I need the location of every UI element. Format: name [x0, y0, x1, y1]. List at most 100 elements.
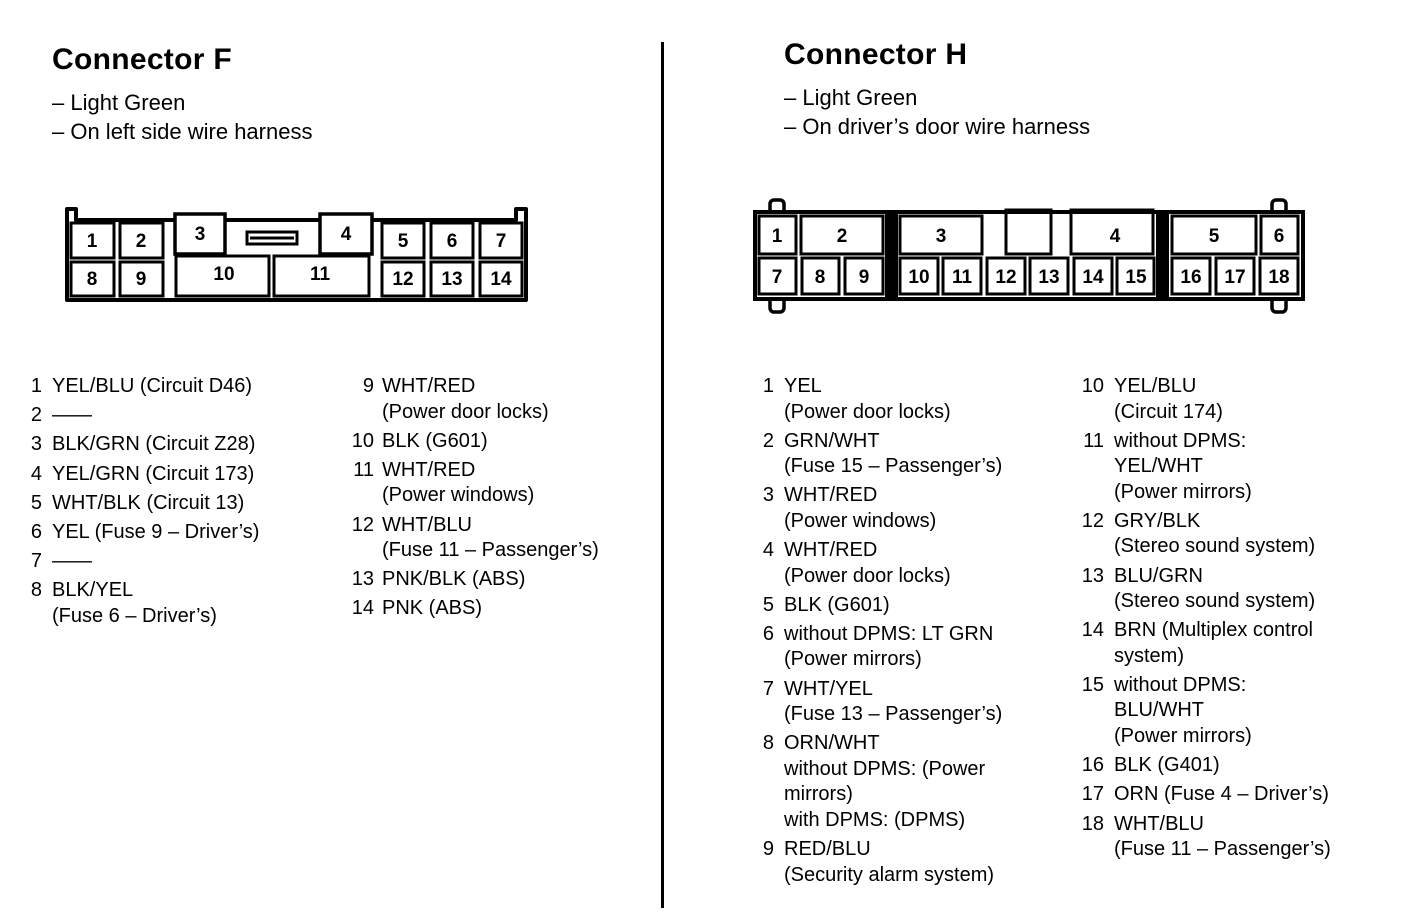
pin-number: 5: [30, 491, 42, 514]
cavity-number: 14: [1082, 267, 1104, 288]
cavity-number: 6: [1274, 226, 1285, 247]
connector-h-cavity: [941, 256, 983, 296]
connector-h-divider: [885, 212, 898, 299]
cavity-number: 7: [496, 231, 507, 252]
pin-number: 10: [1081, 375, 1104, 397]
connector-h-cavity: [1214, 256, 1256, 296]
cavity-number: 12: [995, 267, 1016, 288]
pin-description: WHT/BLU: [382, 513, 472, 536]
pin-description: YEL/BLU: [1114, 375, 1197, 397]
pin-entry: 2——: [26, 403, 326, 429]
connector-f-latch: [318, 212, 374, 256]
pin-description: WHT/BLK (Circuit 13): [52, 491, 245, 514]
cavity-number: 1: [87, 231, 98, 252]
pin-description: WHT/RED: [784, 484, 878, 507]
cavity-number: 14: [490, 269, 512, 290]
pin-description: YEL/GRN (Circuit 173): [52, 462, 255, 485]
pin-description: (Fuse 11 – Passenger’s): [1114, 838, 1331, 860]
pin-number: 1: [762, 375, 774, 397]
pin-number: 11: [1083, 429, 1104, 452]
cavity-number: 2: [136, 231, 147, 252]
pin-number: 6: [30, 520, 42, 543]
cavity-number: 10: [213, 264, 234, 285]
pin-description: PNK (ABS): [382, 597, 483, 620]
connector-f-diagram: 1 2 3 4 5 6 7 8 9 10 11 12 13 14: [65, 207, 528, 302]
pin-description: WHT/RED: [382, 458, 476, 481]
pin-description: YEL: [784, 375, 822, 397]
pin-description: system): [1114, 644, 1184, 667]
pin-number: 2: [30, 404, 42, 427]
pin-description: (Power windows): [784, 509, 937, 532]
pin-description: without DPMS: LT GRN: [784, 622, 994, 645]
cavity-number: 11: [310, 264, 331, 285]
connector-h-cavity: [800, 256, 841, 296]
cavity-number: 3: [936, 226, 947, 247]
pin-description: YEL/WHT: [1114, 455, 1203, 478]
connector-f-cavity: [272, 254, 371, 298]
pin-number: 12: [351, 513, 374, 536]
pin-entry: 12 WHT/BLU (Fuse 11 – Passenger’s): [348, 513, 648, 564]
connector-h-diagram: 1 2 3 4 5 6 7 8 9 10 11 12 13 14 15 16 1…: [753, 198, 1305, 314]
connector-h-cavity: [1069, 208, 1155, 256]
pin-description: (Fuse 11 – Passenger’s): [382, 539, 599, 562]
pin-number: 5: [762, 593, 774, 616]
pin-number: 4: [30, 462, 42, 485]
pin-description: BLK (G601): [382, 429, 488, 452]
pin-number: 8: [762, 732, 774, 755]
pin-description: BLU/GRN: [1114, 564, 1203, 587]
cavity-number: 5: [398, 231, 409, 252]
pin-description: (Power door locks): [784, 564, 951, 587]
pin-description: with DPMS: (DPMS): [784, 808, 966, 831]
connector-f-title: Connector F: [52, 43, 232, 76]
connector-h-cavity: [757, 256, 798, 296]
connector-h-divider: [1156, 212, 1169, 299]
pin-description: without DPMS:: [1114, 429, 1247, 452]
pin-number: 9: [362, 375, 374, 397]
pin-description: BRN (Multiplex control: [1114, 619, 1313, 642]
pin-description: (Fuse 15 – Passenger’s): [784, 455, 1003, 478]
pin-description: PNK/BLK (ABS): [382, 568, 526, 591]
cavity-number: 12: [392, 269, 413, 290]
pin-number: 17: [1081, 783, 1104, 806]
pin-description: BLK (G601): [784, 593, 890, 616]
connector-h-cavity: [1072, 256, 1114, 296]
column-divider: [661, 42, 664, 908]
pin-number: 7: [30, 550, 42, 573]
pin-number: 18: [1081, 812, 1104, 835]
pin-description: BLU/WHT: [1114, 699, 1204, 722]
connector-h-title: Connector H: [784, 38, 968, 71]
cavity-number: 9: [859, 267, 870, 288]
pin-description: BLK/GRN (Circuit Z28): [52, 433, 256, 456]
connector-h-cavity: [843, 256, 885, 296]
connector-f-cavity: [118, 221, 165, 260]
pin-description: RED/BLU: [784, 838, 871, 860]
pin-description: ORN/WHT: [784, 732, 880, 755]
cavity-number: 1: [772, 226, 783, 247]
pin-description: (Fuse 6 – Driver’s): [52, 604, 217, 627]
pin-number: 6: [762, 622, 774, 645]
connector-f-color-note: – Light Green: [52, 90, 186, 115]
pin-description: (Power windows): [382, 484, 535, 507]
connector-f-cavity: [429, 260, 475, 298]
pin-number: 13: [1081, 564, 1104, 587]
connector-f-cavity: [478, 221, 524, 260]
connector-h-cavity: [1258, 256, 1300, 296]
pin-number: 15: [1081, 673, 1104, 696]
pin-description: YEL/BLU (Circuit D46): [52, 375, 253, 397]
pin-number: 11: [353, 458, 374, 481]
cavity-number: 4: [341, 224, 352, 245]
cavity-number: 4: [1110, 226, 1121, 247]
cavity-number: 8: [815, 267, 826, 288]
